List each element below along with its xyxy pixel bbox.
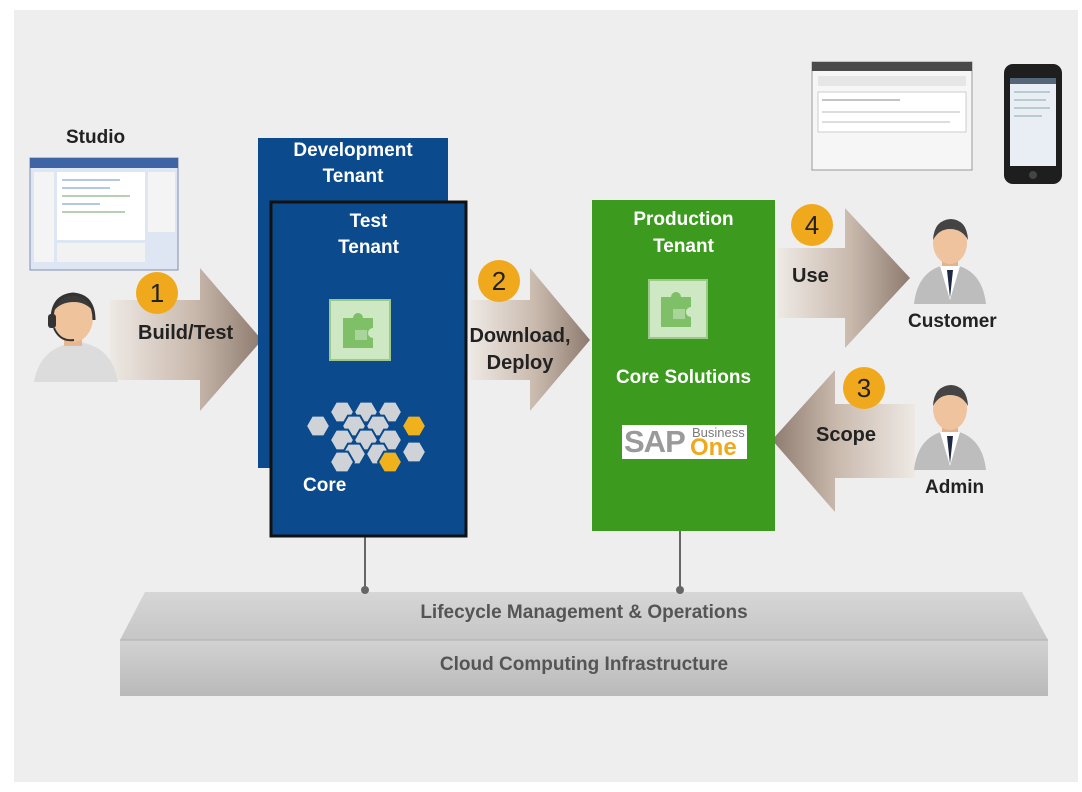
- platform-slab: [120, 592, 1048, 696]
- business-logo-text: Business: [692, 425, 745, 440]
- test-tenant-subtitle: Tenant: [338, 237, 399, 258]
- core-hexagon: [304, 414, 332, 438]
- admin-label: Admin: [925, 477, 985, 498]
- customer-label: Customer: [908, 311, 997, 332]
- production-connector: [676, 530, 684, 594]
- production-tenant-title: Production: [633, 209, 734, 230]
- core-label: Core: [303, 475, 347, 496]
- cloud-infrastructure-label: Cloud Computing Infrastructure: [439, 654, 729, 675]
- step-1-badge: 1: [136, 272, 178, 314]
- scope-arrow: [772, 370, 915, 512]
- one-logo-text: One: [690, 434, 737, 461]
- mobile-phone-screenshot: [1004, 64, 1062, 184]
- core-hexagon: [400, 440, 428, 464]
- core-hexagons-icon: [304, 400, 428, 474]
- core-hexagon: [376, 450, 404, 474]
- core-hexagon: [400, 414, 428, 438]
- development-tenant-title: Development: [293, 140, 413, 161]
- use-arrow: [778, 208, 910, 348]
- test-tenant-box: [269, 200, 468, 538]
- studio-label: Studio: [66, 127, 126, 148]
- step-4-badge: 4: [791, 204, 833, 246]
- build-test-label: Build/Test: [138, 322, 234, 344]
- production-tenant-box: [592, 200, 775, 531]
- core-solutions-label: Core Solutions: [615, 367, 752, 388]
- test-tenant-title: Test: [349, 211, 388, 232]
- download-label: Download,: [469, 325, 571, 347]
- core-hexagon: [328, 450, 356, 474]
- deploy-label: Deploy: [486, 352, 554, 374]
- studio-screenshot: [29, 157, 179, 271]
- development-tenant-subtitle: Tenant: [322, 166, 384, 187]
- step-2-badge: 2: [478, 260, 520, 302]
- developer-person-icon: [34, 292, 118, 382]
- test-puzzle-icon: [329, 299, 391, 361]
- lifecycle-management-label: Lifecycle Management & Operations: [420, 602, 748, 623]
- web-app-screenshot: [811, 61, 973, 171]
- scope-label: Scope: [816, 424, 877, 446]
- sap-logo-text: SAP: [624, 424, 686, 459]
- production-puzzle-icon: [648, 279, 708, 339]
- production-tenant-subtitle: Tenant: [653, 236, 714, 257]
- customer-person-icon: [914, 219, 986, 304]
- sap-business-one-logo: SAP Business One: [622, 424, 747, 461]
- step-3-badge: 3: [843, 367, 885, 409]
- test-tenant-connector: [361, 537, 369, 594]
- admin-person-icon: [914, 385, 986, 470]
- use-label: Use: [792, 265, 829, 287]
- deploy-arrow: [470, 268, 590, 411]
